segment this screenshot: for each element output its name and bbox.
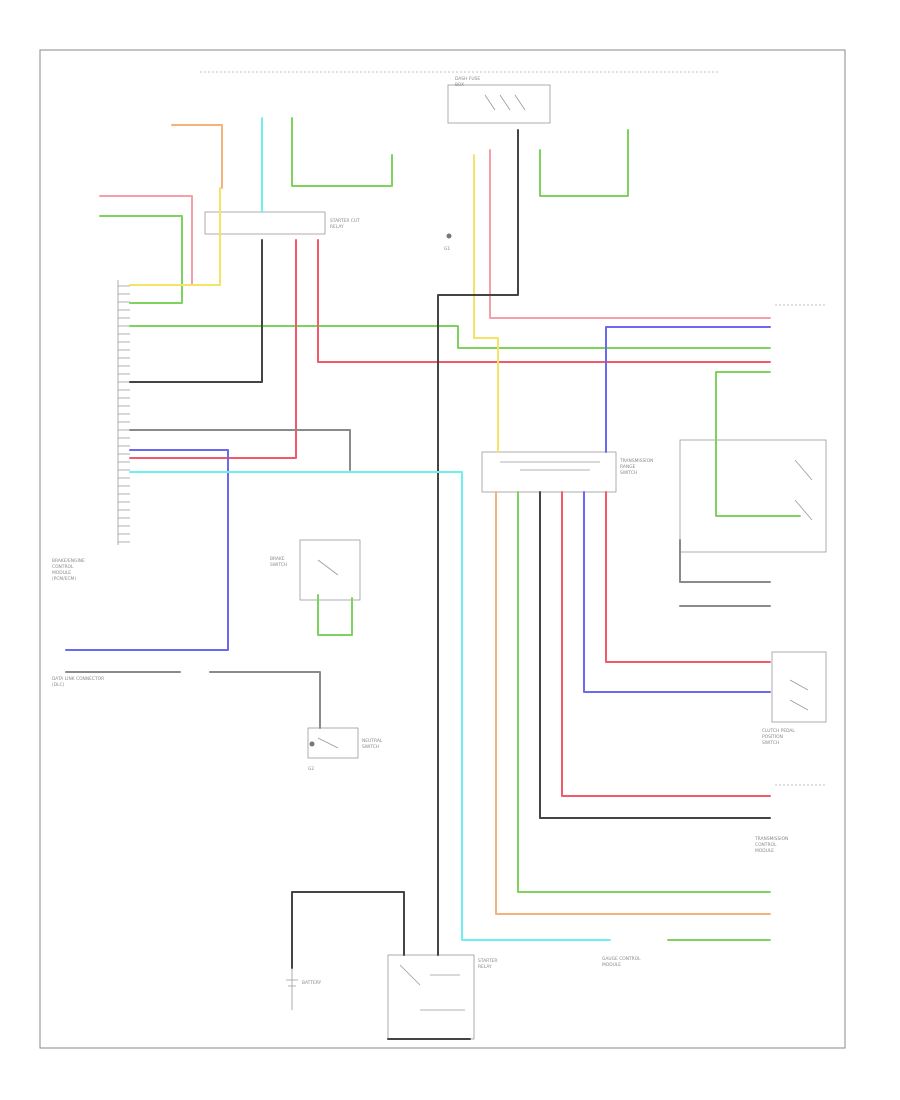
wire-green-4 xyxy=(129,325,771,349)
wire-gray-1 xyxy=(129,429,351,471)
wire-red-4 xyxy=(561,491,771,797)
wire-gray-3 xyxy=(679,539,771,607)
svg-text:SWITCH: SWITCH xyxy=(620,470,637,476)
svg-text:RELAY: RELAY xyxy=(478,964,492,970)
svg-text:TRANSMISSION: TRANSMISSION xyxy=(754,836,788,842)
svg-text:GAUGE CONTROL: GAUGE CONTROL xyxy=(602,956,641,962)
svg-text:(PCM/ECM): (PCM/ECM) xyxy=(52,576,76,582)
svg-text:BATTERY: BATTERY xyxy=(302,980,322,986)
wire-yellow-1 xyxy=(129,187,221,286)
wire-blue-2 xyxy=(65,449,229,651)
wire-orange-2 xyxy=(495,491,771,915)
wire-black-2 xyxy=(437,129,519,956)
wire-red-1 xyxy=(317,239,771,363)
wire-green-1 xyxy=(99,215,183,304)
svg-text:DATA LINK CONNECTOR: DATA LINK CONNECTOR xyxy=(52,676,104,682)
clutch-pedal-position-switch: CLUTCH PEDAL POSITION SWITCH xyxy=(762,651,827,746)
wire-green-2 xyxy=(291,117,393,187)
svg-text:NEUTRAL: NEUTRAL xyxy=(362,738,383,744)
svg-text:DASH FUSE: DASH FUSE xyxy=(455,76,480,82)
relay-connector-upper: STARTER CUT RELAY xyxy=(204,211,360,235)
ground-symbol-2: G2 xyxy=(308,741,315,772)
diagram-frame xyxy=(39,49,846,1049)
wire-pink-1 xyxy=(99,195,193,286)
svg-text:BOX: BOX xyxy=(455,82,464,88)
wire-red-3 xyxy=(605,491,771,663)
gauge-control-module: GAUGE CONTROL MODULE xyxy=(602,956,641,968)
wire-gray-2 xyxy=(65,671,321,729)
wire-black-4 xyxy=(291,891,405,969)
wire-yellow-2 xyxy=(473,154,499,453)
svg-text:BRAKE: BRAKE xyxy=(270,556,285,562)
svg-text:STARTER CUT: STARTER CUT xyxy=(330,218,360,224)
svg-text:CONTROL: CONTROL xyxy=(52,564,74,570)
battery: BATTERY xyxy=(286,968,322,1010)
wire-red-2 xyxy=(129,239,297,459)
wire-orange-1 xyxy=(171,124,223,189)
dash-fuse-box: DASH FUSE BOX xyxy=(447,76,551,124)
wire-blue-3 xyxy=(583,491,771,693)
wire-green-6 xyxy=(317,594,353,636)
svg-text:CLUTCH PEDAL: CLUTCH PEDAL xyxy=(762,728,795,734)
wire-green-3 xyxy=(539,129,629,197)
tcm-connector-right: TRANSMISSION CONTROL MODULE xyxy=(754,304,825,854)
dlc: DATA LINK CONNECTOR (DLC) xyxy=(52,676,104,688)
wire-pink-2 xyxy=(489,149,771,319)
svg-text:RELAY: RELAY xyxy=(330,224,344,230)
relay-switch-mid: BRAKE SWITCH xyxy=(270,539,361,601)
ground-switch-lower: NEUTRAL SWITCH xyxy=(307,727,383,759)
wire-cyan-2 xyxy=(129,471,611,941)
wire-black-3 xyxy=(539,491,771,819)
right-switch-block xyxy=(679,439,827,553)
svg-text:MODULE: MODULE xyxy=(52,570,71,576)
transmission-range-switch: TRANSMISSION RANGE SWITCH xyxy=(481,451,653,493)
pcm-block: BRAKE/ENGINE CONTROL MODULE (PCM/ECM) xyxy=(52,280,130,582)
svg-text:STARTER: STARTER xyxy=(478,958,497,964)
svg-text:RANGE: RANGE xyxy=(620,464,636,470)
wire-black-1 xyxy=(129,239,263,383)
svg-text:TRANSMISSION: TRANSMISSION xyxy=(619,458,653,464)
svg-text:CONTROL: CONTROL xyxy=(755,842,777,848)
svg-text:MODULE: MODULE xyxy=(602,962,621,968)
svg-text:G1: G1 xyxy=(444,246,450,252)
svg-text:SWITCH: SWITCH xyxy=(762,740,779,746)
svg-text:MODULE: MODULE xyxy=(755,848,774,854)
wire-green-7 xyxy=(517,491,771,893)
svg-text:SWITCH: SWITCH xyxy=(270,562,287,568)
wire-green-5 xyxy=(715,371,801,517)
svg-text:POSITION: POSITION xyxy=(762,734,783,740)
svg-text:(DLC): (DLC) xyxy=(52,682,65,688)
svg-text:BRAKE/ENGINE: BRAKE/ENGINE xyxy=(52,558,85,564)
svg-text:G2: G2 xyxy=(308,766,314,772)
starter-relay: STARTER RELAY xyxy=(387,954,497,1040)
ground-symbol-1: G1 xyxy=(444,233,452,252)
wire-blue-1 xyxy=(605,326,771,453)
svg-text:SWITCH: SWITCH xyxy=(362,744,379,750)
